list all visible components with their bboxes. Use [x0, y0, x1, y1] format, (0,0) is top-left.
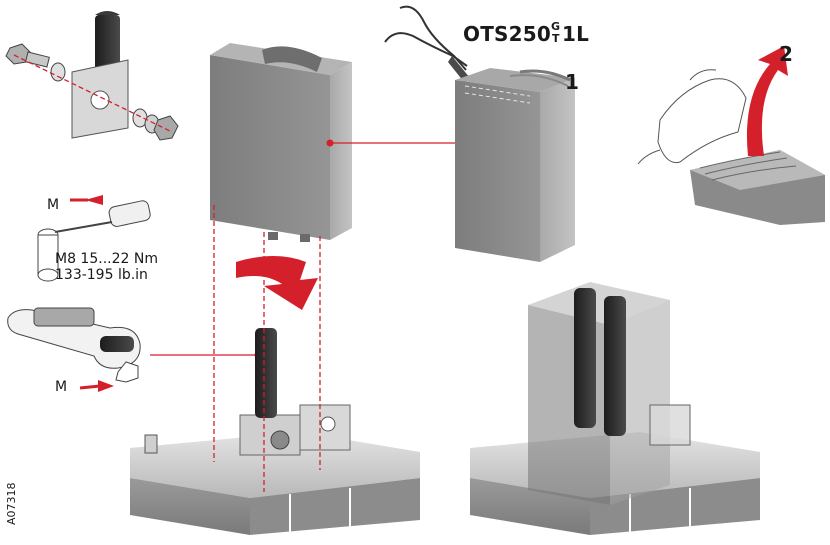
bolt-assembly-illustration: [5, 11, 179, 141]
alignment-guides: [213, 205, 321, 492]
document-id: A07318: [5, 482, 18, 525]
terminal-cover-illustration: [210, 43, 352, 242]
hand-breakout-illustration: [637, 69, 825, 225]
torque-moment-label-top: M: [47, 197, 60, 213]
torque-tool-icon: [37, 195, 151, 282]
torque-spec-imperial: 133-195 lb.in: [55, 267, 148, 283]
wrench-icon: [7, 307, 141, 383]
torque-arrow-icon: [79, 380, 114, 392]
cover-with-breakout-illustration: [455, 68, 575, 262]
step-1-label: 1: [565, 70, 579, 94]
pliers-icon: [384, 5, 470, 82]
step-2-label: 2: [779, 42, 793, 66]
switch-base-left-illustration: [130, 328, 420, 535]
switch-base-assembled-illustration: [470, 282, 760, 535]
torque-moment-label-bottom: M: [55, 379, 68, 395]
lift-arrow-icon: [746, 46, 788, 156]
torque-spec: M8 15...22 Nm 133-195 lb.in: [55, 251, 158, 283]
insert-arrow-icon: [236, 256, 318, 310]
torque-spec-metric: M8 15...22 Nm: [55, 251, 158, 267]
